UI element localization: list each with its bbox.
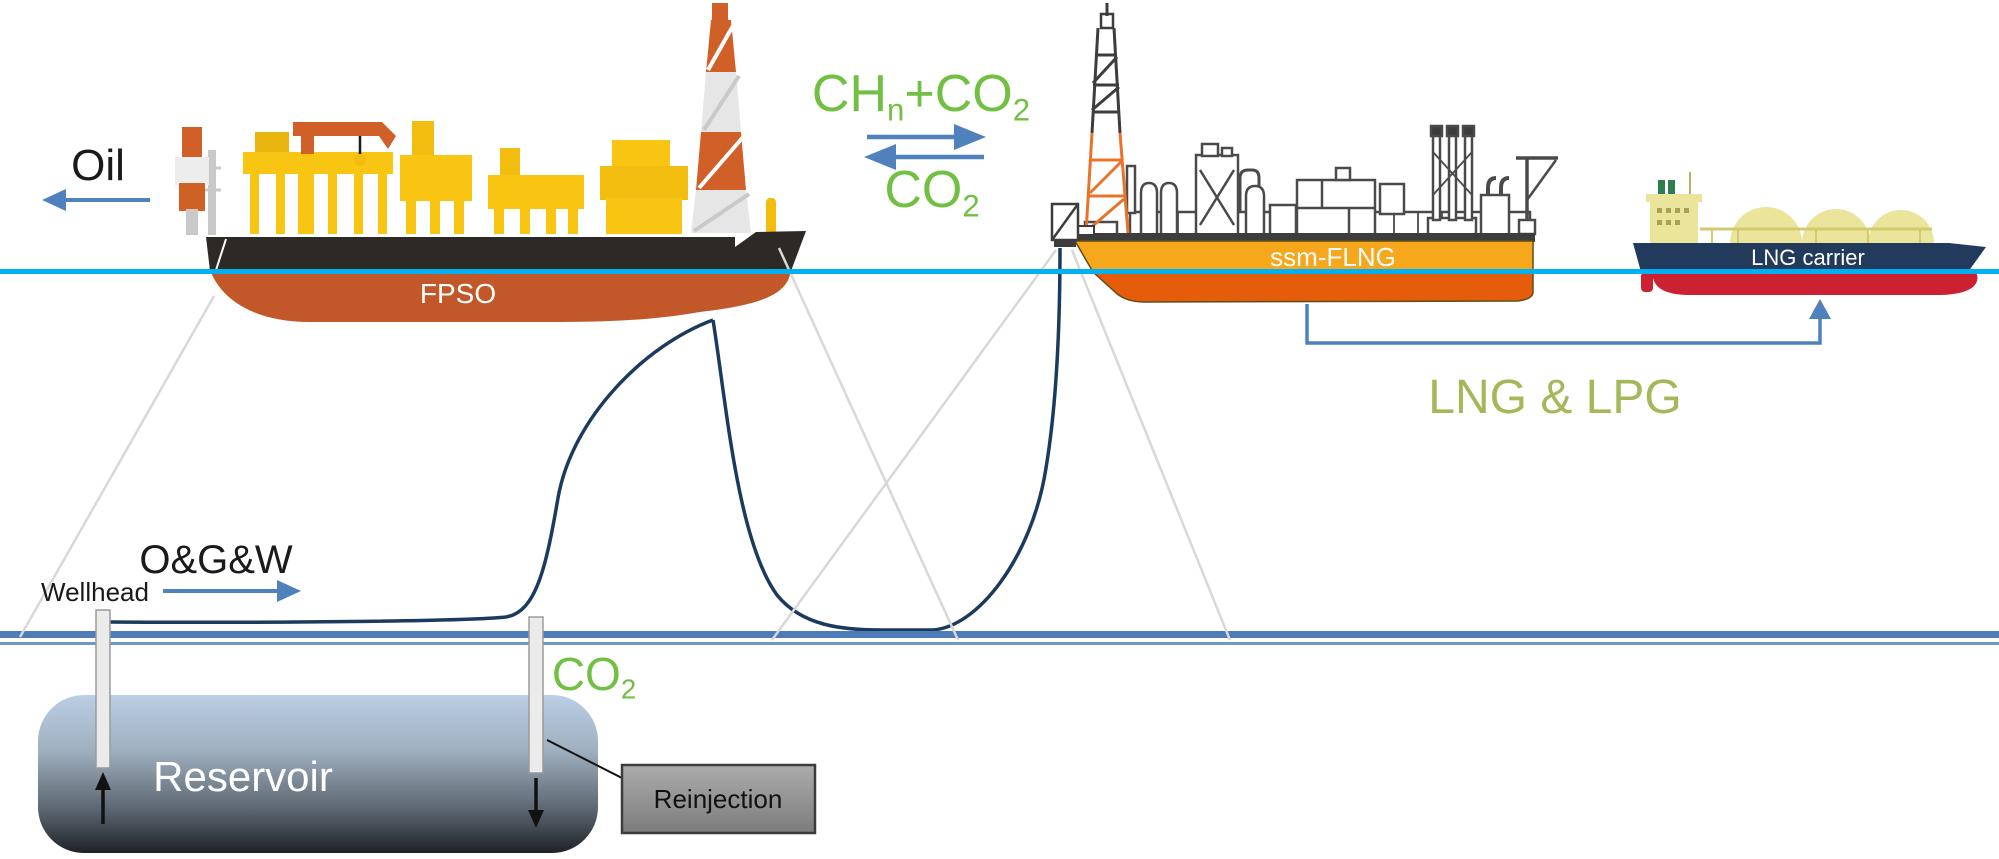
reinjection-box bbox=[620, 763, 817, 835]
carrier-hull-red bbox=[1650, 272, 1978, 295]
gas-export-label-main2: +CO bbox=[904, 65, 1013, 124]
gas-export-label-sub: n bbox=[887, 92, 905, 128]
co2-return-label-sub: 2 bbox=[962, 188, 980, 224]
flng-hull-red bbox=[1091, 271, 1534, 303]
flng-mooring-line-right bbox=[1070, 249, 1232, 641]
carrier-superstructure bbox=[1646, 172, 1702, 243]
waterline bbox=[0, 269, 1999, 274]
injection-well-pipe bbox=[528, 616, 544, 774]
flng-mooring-line-left bbox=[770, 249, 1058, 641]
co2-return-label: CO2 bbox=[884, 164, 979, 222]
gas-to-flng-arrowhead bbox=[954, 124, 986, 150]
lng-lpg-label: LNG & LPG bbox=[1428, 371, 1682, 424]
co2-injection-label-main: CO bbox=[551, 648, 621, 701]
fpso-vessel bbox=[175, 3, 806, 322]
ogw-label: O&G&W bbox=[139, 538, 293, 582]
oil-export-arrowhead bbox=[42, 189, 66, 211]
well-pipes bbox=[95, 609, 544, 774]
ogw-flow-arrowhead bbox=[277, 580, 301, 602]
reinjection-pointer-line bbox=[546, 739, 623, 779]
fpso-stern-mooring-line bbox=[18, 295, 216, 638]
flow-arrows bbox=[42, 124, 1831, 602]
seabed bbox=[0, 631, 1999, 645]
ssm-flng-label: ssm-FLNG bbox=[1270, 242, 1396, 272]
oil-label: Oil bbox=[71, 141, 125, 190]
injection-down-arrowhead bbox=[528, 810, 544, 828]
gas-export-riser bbox=[711, 247, 1062, 632]
fpso-crane bbox=[293, 122, 396, 166]
flng-derrick bbox=[1084, 3, 1130, 234]
co2-injection-label-sub: 2 bbox=[620, 673, 637, 705]
reservoir-flow-arrows bbox=[95, 772, 544, 828]
carrier-hull-navy bbox=[1633, 243, 1986, 272]
flng-vessel bbox=[1050, 3, 1558, 303]
reservoir-shape bbox=[38, 695, 598, 853]
fpso-hull-orange bbox=[210, 270, 791, 322]
production-flowline-riser bbox=[107, 318, 714, 625]
fpso-derrick bbox=[691, 3, 751, 233]
mooring-lines bbox=[18, 247, 1232, 641]
gas-export-label: CHn+CO2 bbox=[812, 68, 1030, 126]
flng-deck-strip bbox=[1066, 233, 1535, 242]
lng-offload-bracket bbox=[1305, 304, 1822, 345]
fpso-bow-mooring-line bbox=[777, 247, 960, 641]
fpso-topside-modules bbox=[243, 121, 776, 234]
production-well-pipe bbox=[95, 609, 111, 769]
lng-carrier-vessel bbox=[1633, 172, 1986, 295]
co2-return-arrowhead bbox=[864, 144, 896, 170]
fpso-label: FPSO bbox=[419, 278, 497, 309]
co2-injection-label: CO2 bbox=[552, 651, 636, 703]
fpso-deck-band bbox=[206, 231, 806, 271]
riser-pipelines bbox=[107, 247, 1062, 632]
gas-export-label-sub2: 2 bbox=[1012, 92, 1031, 128]
lng-carrier-label: LNG carrier bbox=[1751, 245, 1865, 270]
lng-offload-arrowhead bbox=[1809, 299, 1831, 319]
gas-export-label-main: CH bbox=[811, 65, 888, 124]
flng-topsides bbox=[1083, 124, 1558, 239]
reservoir-label: Reservoir bbox=[153, 753, 333, 800]
reinjection-label: Reinjection bbox=[653, 784, 783, 814]
flng-turret bbox=[1050, 202, 1095, 247]
wellhead-label: Wellhead bbox=[41, 577, 149, 607]
fpso-stern-mast bbox=[175, 127, 221, 235]
production-up-arrowhead bbox=[95, 772, 111, 790]
co2-return-label-main: CO bbox=[884, 161, 963, 220]
